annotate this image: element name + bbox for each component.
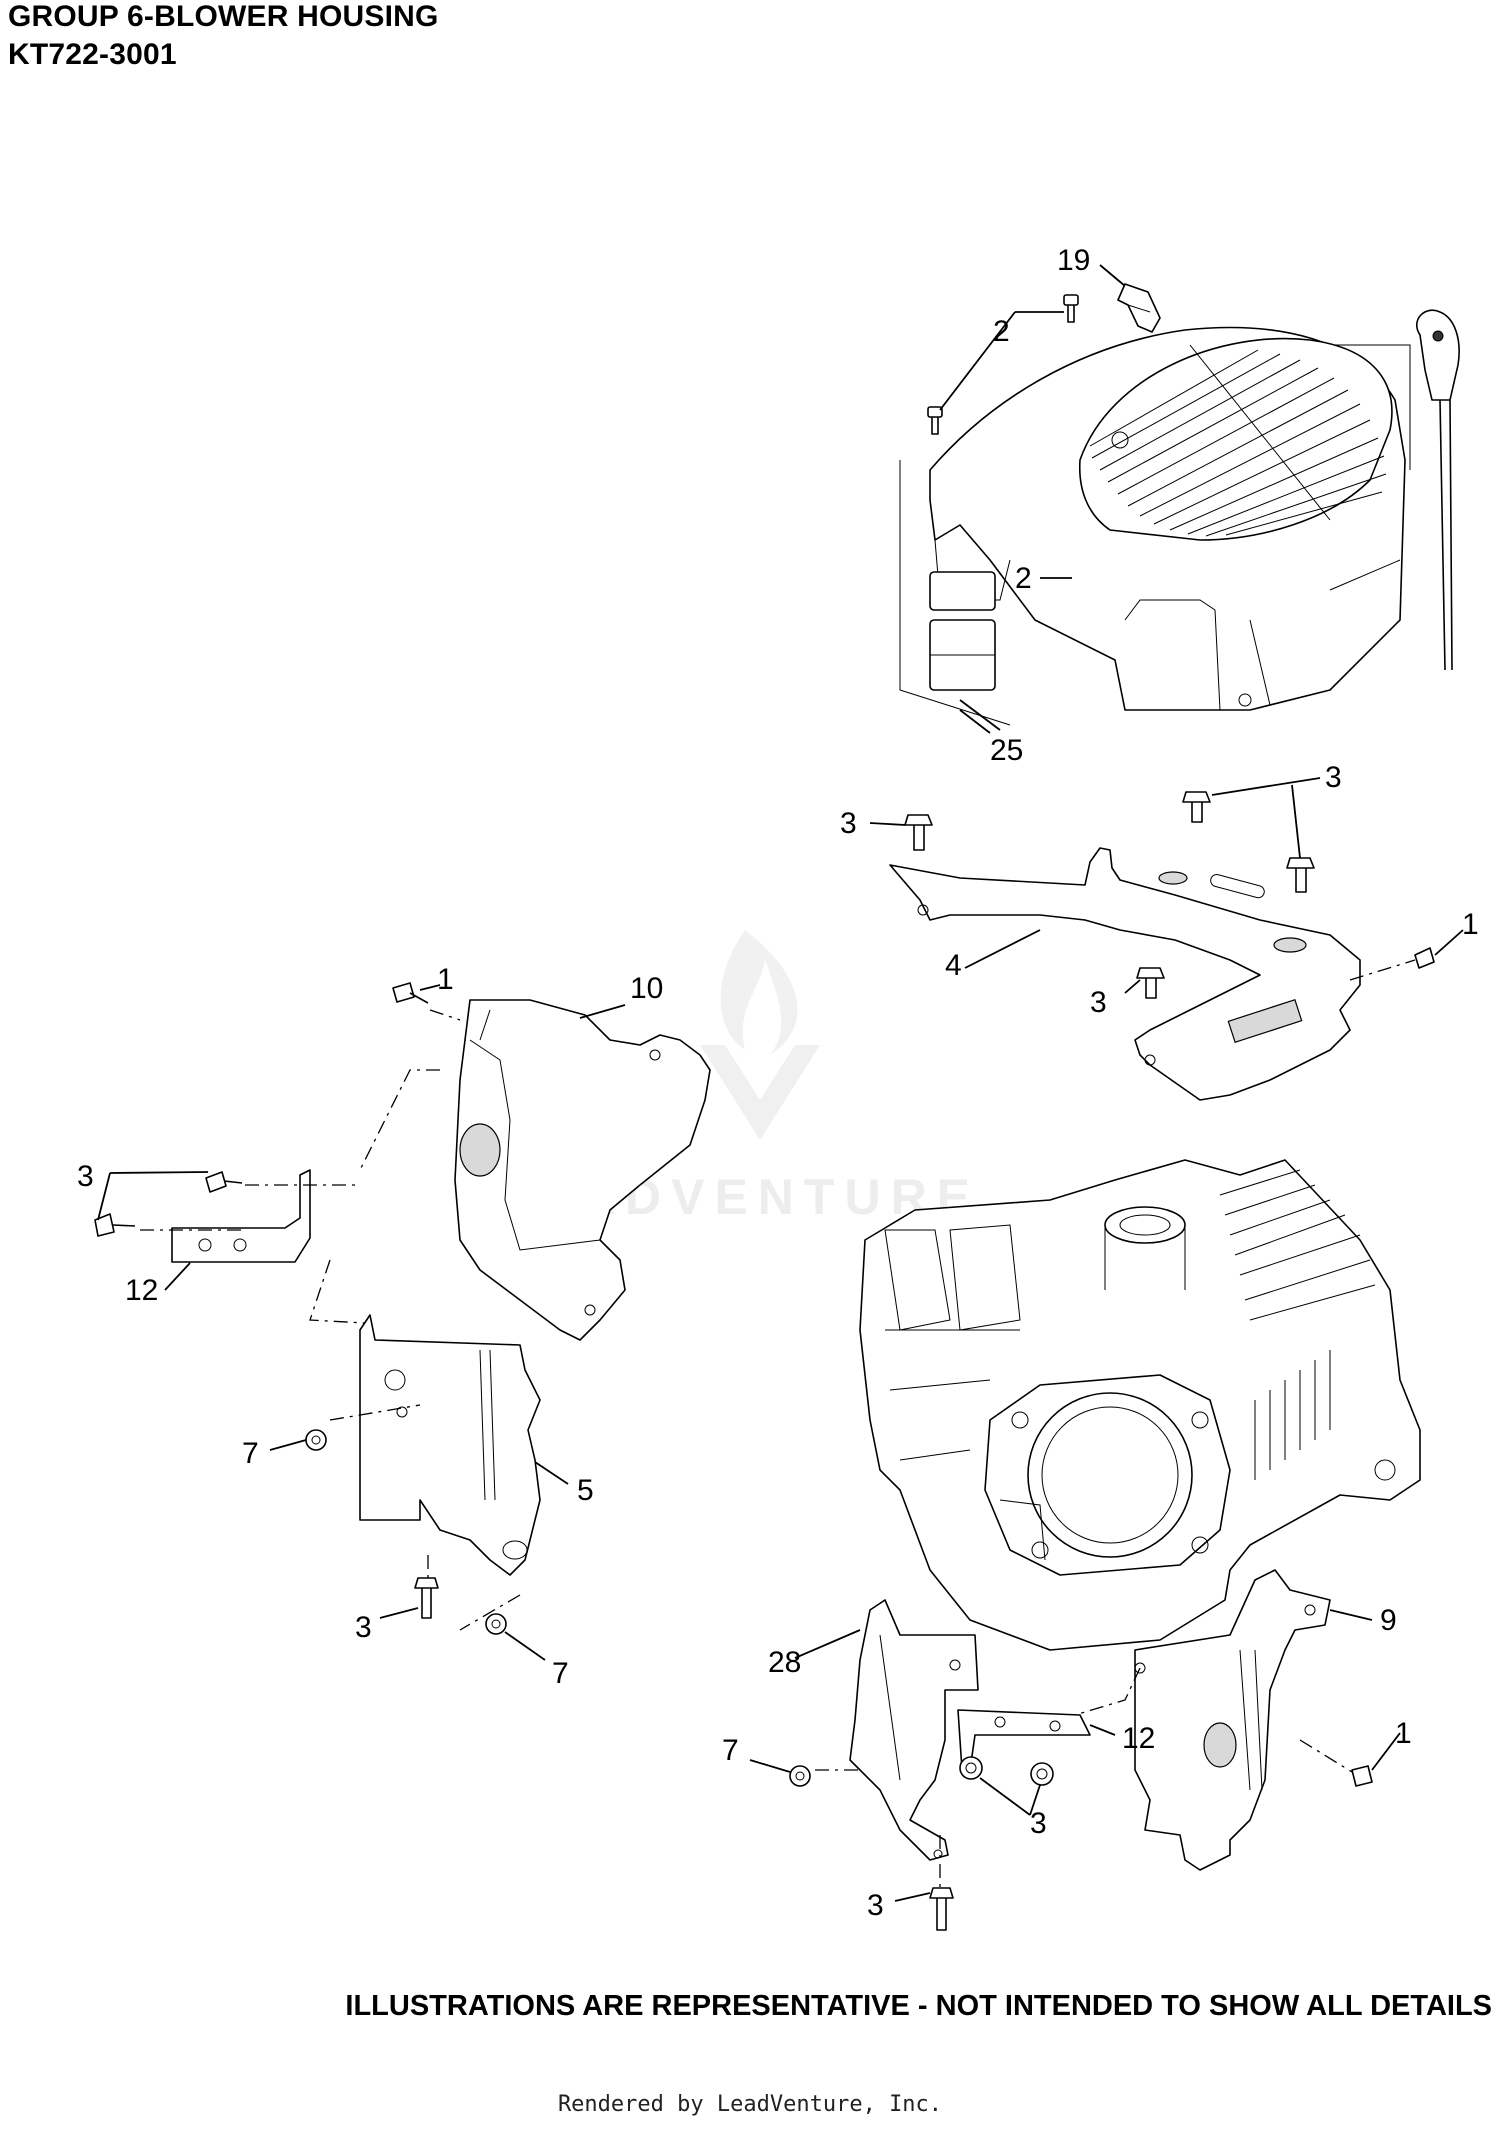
part-25-decals[interactable]	[929, 571, 996, 691]
part-3-bolt-lower-left[interactable]	[414, 1577, 439, 1619]
part-19-clip[interactable]	[1117, 283, 1161, 333]
callout-5: 5	[577, 1474, 594, 1507]
callout-2-mid: 2	[1015, 562, 1032, 595]
part-3-bolt-bracket-2[interactable]	[1030, 1762, 1054, 1786]
part-12-bracket-left[interactable]	[171, 1169, 311, 1263]
callout-numbers: 19 2 2 25 3 3 1 4 3 1 10 3 12 7 5 3 7 9 …	[77, 244, 1479, 1922]
part-28-shroud[interactable]	[849, 1599, 979, 1861]
leader-lines	[97, 264, 1464, 1902]
cooling-fins	[1219, 1169, 1376, 1480]
callout-3-bottom: 3	[867, 1889, 884, 1922]
part-2-screw-top[interactable]	[1063, 294, 1079, 323]
part-9-right-shroud[interactable]	[1134, 1569, 1331, 1871]
part-3-bolt-right-top1[interactable]	[1182, 791, 1211, 823]
part-3-bolt-left-2[interactable]	[94, 1213, 136, 1237]
part-3-bolt-right-top2[interactable]	[1286, 857, 1315, 893]
model-number: KT722-3001	[8, 38, 177, 71]
part-3-bolt-left-1[interactable]	[205, 1171, 243, 1193]
part-10-left-shroud[interactable]	[454, 999, 711, 1341]
alignment-lines	[140, 1009, 1141, 1888]
callout-2-top: 2	[993, 315, 1010, 348]
callout-19: 19	[1057, 244, 1090, 277]
callout-1-left: 1	[437, 963, 454, 996]
callout-12-left: 12	[125, 1274, 158, 1307]
callout-7-lower-left: 7	[552, 1657, 569, 1690]
watermark-logo	[700, 930, 820, 1140]
dipstick[interactable]	[1416, 309, 1460, 671]
callout-1-right-bottom: 1	[1395, 1717, 1412, 1750]
part-4-baffle-plate[interactable]	[889, 847, 1361, 1101]
part-7-nut-right[interactable]	[789, 1765, 811, 1787]
engine-block	[859, 1159, 1421, 1651]
part-7-nut-left[interactable]	[305, 1429, 327, 1451]
part-3-bolt-bracket-1[interactable]	[959, 1756, 983, 1780]
callout-3-mid: 3	[1090, 986, 1107, 1019]
callout-3-lower-left: 3	[355, 1611, 372, 1644]
disclaimer: ILLUSTRATIONS ARE REPRESENTATIVE - NOT I…	[345, 1990, 1492, 2022]
blower-housing[interactable]	[899, 326, 1411, 726]
callout-7-right: 7	[722, 1734, 739, 1767]
part-5-lower-shroud[interactable]	[359, 1314, 541, 1576]
callout-1-right-top: 1	[1462, 908, 1479, 941]
callout-3-right-top: 3	[1325, 761, 1342, 794]
part-3-bolt-bottom[interactable]	[929, 1887, 954, 1931]
callout-4: 4	[945, 949, 962, 982]
callout-12-right: 12	[1122, 1722, 1155, 1755]
callout-9: 9	[1380, 1604, 1397, 1637]
callout-3-left: 3	[77, 1160, 94, 1193]
part-3-bolt-left-top[interactable]	[904, 814, 933, 851]
group-title: GROUP 6-BLOWER HOUSING	[8, 0, 439, 33]
grille-slats	[1089, 344, 1387, 537]
callout-3-bracket: 3	[1030, 1807, 1047, 1840]
footer-credit: Rendered by LeadVenture, Inc.	[557, 2092, 943, 2117]
part-3-bolt-mid[interactable]	[1136, 967, 1165, 999]
callout-10: 10	[630, 972, 663, 1005]
callout-25: 25	[990, 734, 1023, 767]
part-1-screw-right-top[interactable]	[1349, 947, 1435, 981]
callout-3-left-top: 3	[840, 807, 857, 840]
callout-28: 28	[768, 1646, 801, 1679]
callout-7-left: 7	[242, 1437, 259, 1470]
part-2-screw-left[interactable]	[927, 406, 943, 435]
part-1-screw-right-bottom[interactable]	[1299, 1739, 1373, 1787]
part-1-screw-left[interactable]	[392, 982, 429, 1004]
part-7-nut-lower-left[interactable]	[485, 1613, 507, 1635]
